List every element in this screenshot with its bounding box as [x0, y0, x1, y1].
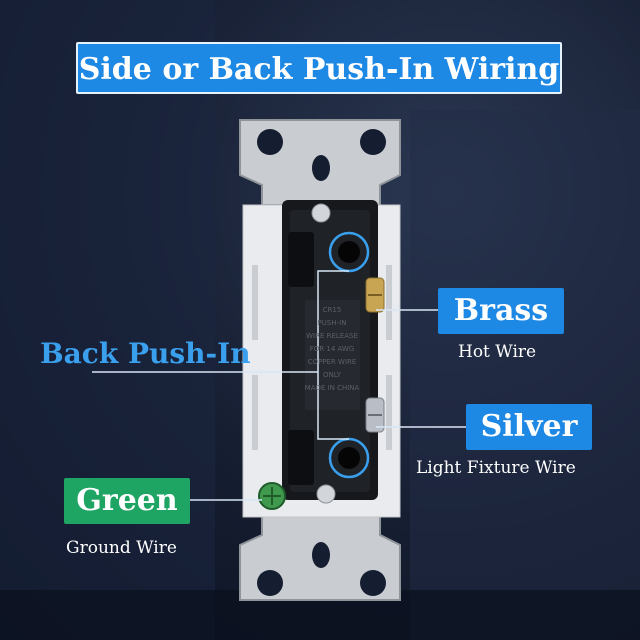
back-push-in-label: Back Push-In — [40, 337, 251, 370]
strap-slot-top — [312, 155, 330, 181]
switch-body — [282, 200, 378, 500]
switch-body-text: ONLY — [323, 371, 342, 379]
switch-body-text: WIRE RELEASE — [306, 332, 358, 340]
back-push-in-hole-top — [338, 241, 360, 263]
green-ground-screw — [258, 482, 286, 510]
title-banner: Side or Back Push-In Wiring — [76, 42, 562, 94]
switch-body-text: CR15 — [323, 306, 342, 314]
backdrop-right-panel — [410, 110, 640, 640]
strap-hole-top-right — [360, 129, 386, 155]
silver-label: Silver — [466, 404, 592, 450]
backdrop-left-panel — [0, 0, 215, 640]
switch-body-text: COPPER WIRE — [308, 358, 357, 366]
strap-screw-bottom — [316, 484, 336, 504]
green-label: Green — [64, 478, 190, 524]
strap-hole-bottom-right — [360, 570, 386, 596]
green-sub-label: Ground Wire — [66, 538, 177, 558]
switch-body-text: MADE IN CHINA — [305, 384, 360, 392]
strap-slot-bottom — [312, 542, 330, 568]
back-push-in-hole-bottom — [338, 447, 360, 469]
strap-hole-top-left — [257, 129, 283, 155]
brass-terminal-screw — [365, 277, 385, 313]
brass-label: Brass — [438, 288, 564, 334]
brass-sub-label: Hot Wire — [458, 342, 537, 362]
strap-screw-top — [311, 203, 331, 223]
switch-body-text: PUSH-IN — [318, 319, 347, 327]
silver-sub-label: Light Fixture Wire — [416, 458, 576, 478]
silver-terminal-screw — [365, 397, 385, 433]
callout-lines — [92, 270, 466, 501]
strap-hole-bottom-left — [257, 570, 283, 596]
switch-body-text: FOR 14 AWG — [310, 345, 355, 353]
